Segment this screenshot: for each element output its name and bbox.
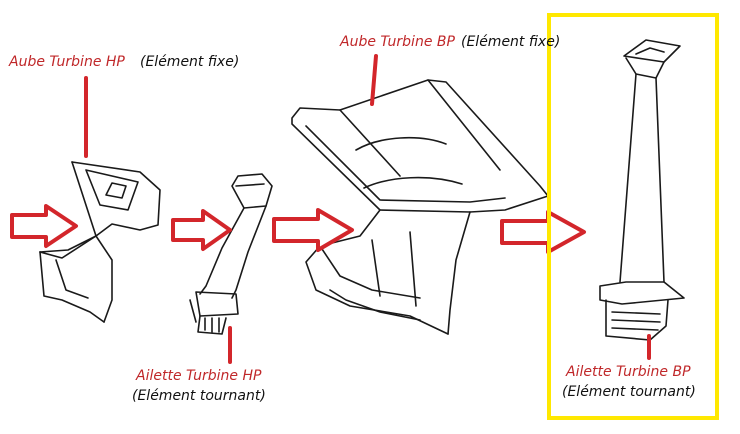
flow-arrow-1 xyxy=(10,204,78,248)
bp-blade-sketch xyxy=(599,39,685,341)
note-aube-hp: (Elément fixe) xyxy=(140,54,240,70)
note-ailette-bp: (Elément tournant) xyxy=(562,384,696,400)
pointer-aube-bp xyxy=(370,54,378,106)
bp-vane-sketch xyxy=(291,79,549,335)
label-ailette-bp: Ailette Turbine BP xyxy=(566,364,691,380)
label-aube-hp: Aube Turbine HP xyxy=(9,54,125,70)
note-ailette-hp: (Elément tournant) xyxy=(132,388,266,404)
highlight-box xyxy=(547,13,719,420)
flow-arrow-2 xyxy=(171,209,232,251)
label-aube-bp: Aube Turbine BP xyxy=(340,34,455,50)
flow-arrows xyxy=(10,204,586,254)
flow-arrow-4 xyxy=(500,210,586,254)
pointer-lines xyxy=(84,54,651,364)
flow-arrow-3 xyxy=(272,208,354,252)
hp-vane-sketch xyxy=(39,161,161,323)
label-ailette-hp: Ailette Turbine HP xyxy=(136,368,262,384)
note-aube-bp: (Elément fixe) xyxy=(461,34,561,50)
hp-blade-sketch xyxy=(189,173,273,335)
